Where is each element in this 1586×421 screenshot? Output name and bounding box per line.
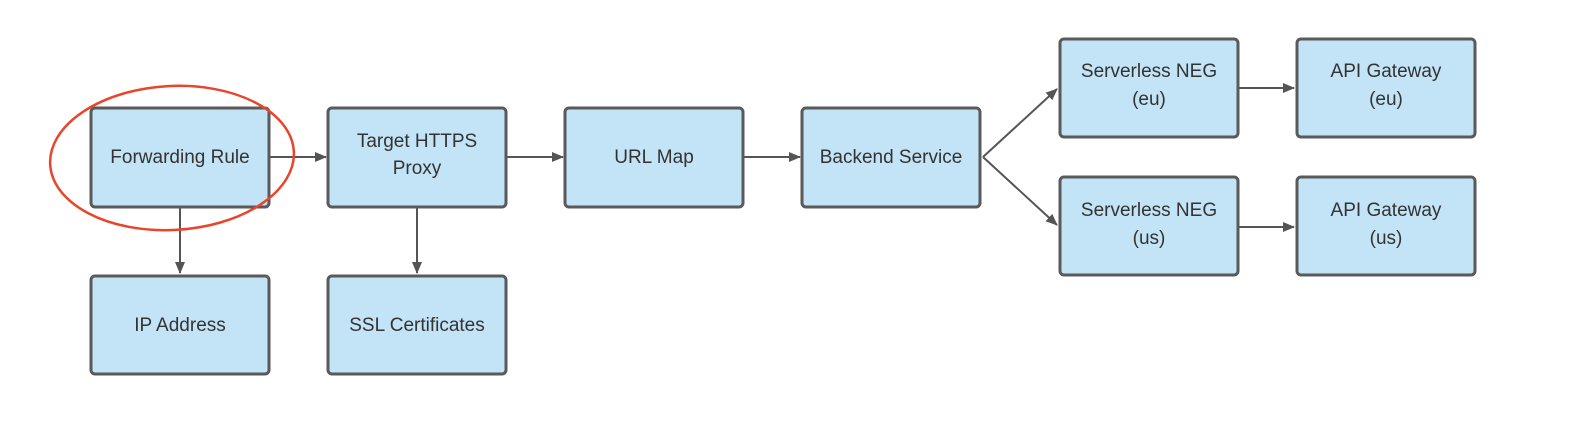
highlight-ellipse — [48, 84, 296, 232]
node-forwarding-rule[interactable]: Forwarding Rule — [89, 106, 271, 209]
node-url-map-label: URL Map — [614, 147, 694, 168]
node-api-gateway-eu[interactable]: API Gateway (eu) — [1295, 37, 1477, 139]
node-serverless-neg-eu[interactable]: Serverless NEG (eu) — [1058, 37, 1240, 139]
node-serverless-neg-eu-line2: (eu) — [1132, 89, 1166, 110]
node-ip-address-label: IP Address — [134, 315, 226, 336]
node-api-gateway-us[interactable]: API Gateway (us) — [1295, 175, 1477, 277]
edges — [175, 83, 1295, 274]
node-api-gateway-us-line1: API Gateway — [1331, 200, 1442, 221]
node-api-gateway-eu-line1: API Gateway — [1331, 61, 1442, 82]
node-api-gateway-eu-line2: (eu) — [1369, 89, 1403, 110]
node-ip-address[interactable]: IP Address — [89, 274, 271, 376]
node-target-https-proxy[interactable]: Target HTTPS Proxy — [326, 106, 508, 209]
node-serverless-neg-eu-line1: Serverless NEG — [1081, 61, 1217, 82]
node-url-map[interactable]: URL Map — [563, 106, 745, 209]
edge-backend-service-to-neg-us — [982, 156, 1058, 226]
node-target-https-proxy-line1: Target HTTPS — [357, 131, 477, 152]
node-api-gateway-us-line2: (us) — [1370, 228, 1403, 249]
node-ssl-certificates-label: SSL Certificates — [349, 315, 485, 336]
node-backend-service-label: Backend Service — [820, 147, 963, 168]
node-ssl-certificates[interactable]: SSL Certificates — [326, 274, 508, 376]
node-serverless-neg-us[interactable]: Serverless NEG (us) — [1058, 175, 1240, 277]
node-serverless-neg-us-line2: (us) — [1133, 228, 1166, 249]
node-backend-service[interactable]: Backend Service — [800, 106, 982, 209]
node-serverless-neg-us-line1: Serverless NEG — [1081, 200, 1217, 221]
node-forwarding-rule-label: Forwarding Rule — [110, 147, 249, 168]
edge-backend-service-to-neg-eu — [982, 88, 1058, 158]
node-target-https-proxy-line2: Proxy — [393, 158, 442, 179]
